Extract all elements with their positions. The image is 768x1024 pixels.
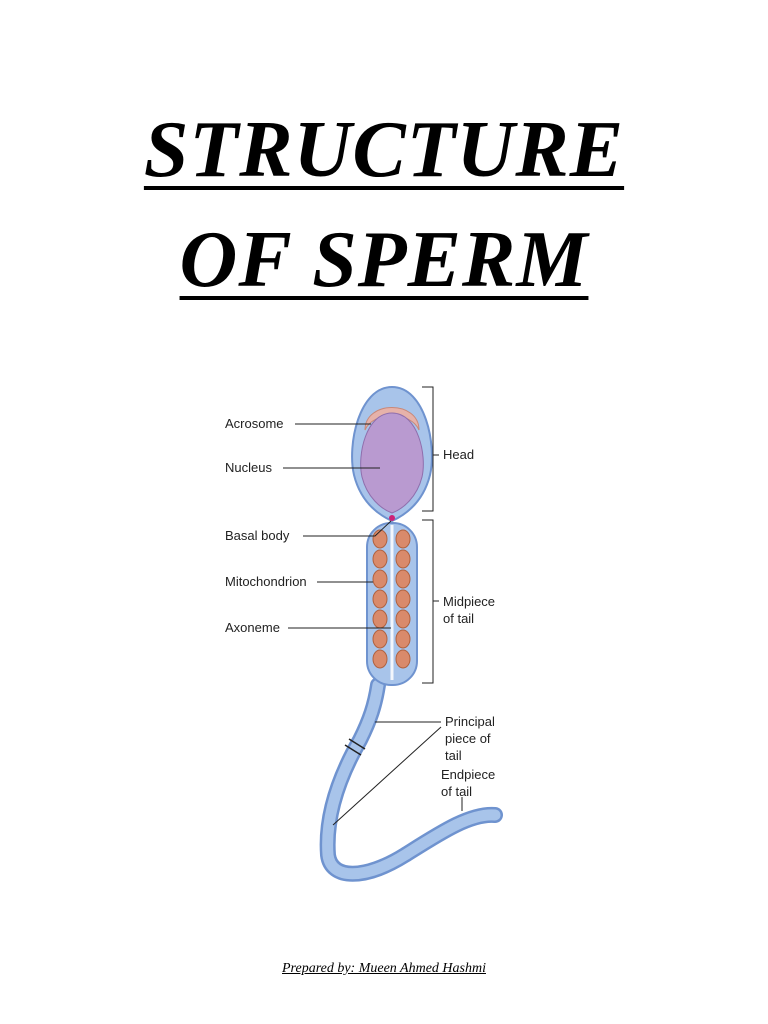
label-nucleus: Nucleus (225, 460, 272, 475)
label-endpiece-1: Endpiece (441, 767, 495, 782)
break-mark-2 (348, 738, 366, 750)
label-endpiece-2: of tail (441, 784, 472, 799)
mitochondrion (395, 549, 411, 569)
leader-principal-2 (332, 726, 442, 826)
mitochondrion (395, 649, 411, 669)
nucleus (360, 412, 424, 514)
label-mitochondrion: Mitochondrion (225, 574, 307, 589)
break-mark-1 (344, 744, 362, 756)
mitochondrion (372, 589, 388, 609)
footer-credit: Prepared by: Mueen Ahmed Hashmi (282, 961, 486, 976)
sperm-diagram: Acrosome Nucleus Basal body Mitochondrio… (225, 385, 503, 882)
mitochondrion (372, 569, 388, 589)
head-bracket (422, 386, 434, 512)
tail-inner (322, 679, 501, 880)
mitochondrion (395, 589, 411, 609)
label-acrosome: Acrosome (225, 416, 284, 431)
mitochondrion (395, 529, 411, 549)
label-axoneme: Axoneme (225, 620, 280, 635)
basal-body (389, 515, 395, 521)
mitochondria (372, 529, 411, 669)
leader-basal-body (303, 520, 392, 537)
mitochondrion (372, 529, 388, 549)
mitochondrion (395, 629, 411, 649)
label-midpiece-2: of tail (443, 611, 474, 626)
mitochondrion (372, 549, 388, 569)
title-line-2: OF SPERM (179, 216, 589, 304)
label-basal-body: Basal body (225, 528, 290, 543)
mitochondrion (372, 629, 388, 649)
mitochondrion (372, 609, 388, 629)
mitochondrion (395, 569, 411, 589)
midpiece-bracket (422, 519, 434, 684)
label-principal-1: Principal (445, 714, 495, 729)
mitochondrion (372, 649, 388, 669)
label-principal-3: tail (445, 748, 462, 763)
title-line-1: STRUCTURE (143, 106, 625, 194)
label-midpiece-1: Midpiece (443, 594, 495, 609)
label-principal-2: piece of (445, 731, 491, 746)
mitochondrion (395, 609, 411, 629)
label-head: Head (443, 447, 474, 462)
